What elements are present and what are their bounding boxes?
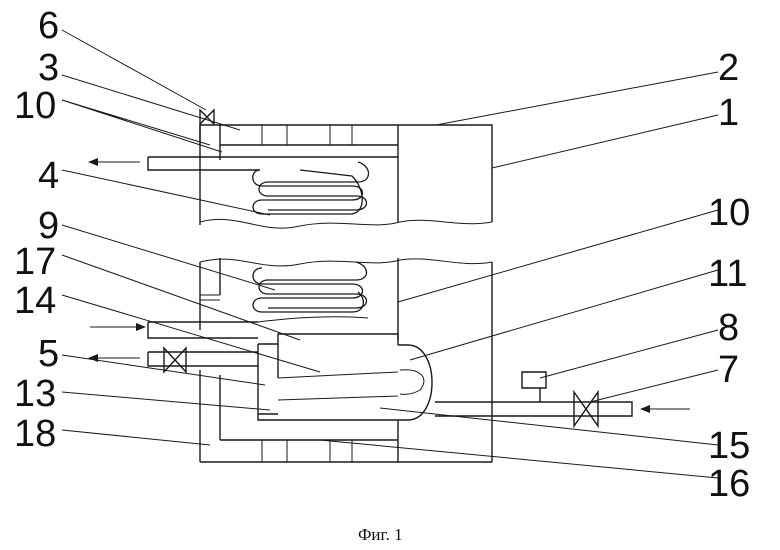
label-17: 17 bbox=[14, 241, 56, 283]
label-7: 7 bbox=[718, 349, 739, 391]
label-11: 11 bbox=[708, 253, 747, 295]
label-6: 6 bbox=[38, 5, 59, 47]
label-16: 16 bbox=[708, 463, 750, 505]
label-18: 18 bbox=[14, 413, 56, 455]
label-5: 5 bbox=[38, 333, 59, 375]
upper-vessel-section bbox=[148, 125, 492, 228]
label-10-top: 10 bbox=[14, 85, 56, 127]
reference-numbers: 6 3 10 4 9 17 14 5 13 18 2 1 10 11 8 7 1… bbox=[14, 5, 750, 505]
label-14: 14 bbox=[14, 280, 56, 322]
label-1: 1 bbox=[718, 92, 739, 134]
flow-arrows bbox=[88, 158, 690, 413]
label-3: 3 bbox=[38, 47, 59, 89]
label-8: 8 bbox=[718, 307, 739, 349]
figure-caption: Фиг. 1 bbox=[358, 525, 403, 544]
valve-6 bbox=[200, 110, 214, 124]
label-10-right: 10 bbox=[708, 192, 750, 234]
label-2: 2 bbox=[718, 47, 739, 89]
leader-lines bbox=[62, 30, 718, 478]
label-4: 4 bbox=[38, 155, 59, 197]
label-15: 15 bbox=[708, 425, 750, 467]
coil-lower bbox=[253, 268, 363, 312]
coil-upper bbox=[253, 170, 363, 214]
lower-vessel-section bbox=[148, 258, 632, 462]
label-13: 13 bbox=[14, 373, 56, 415]
